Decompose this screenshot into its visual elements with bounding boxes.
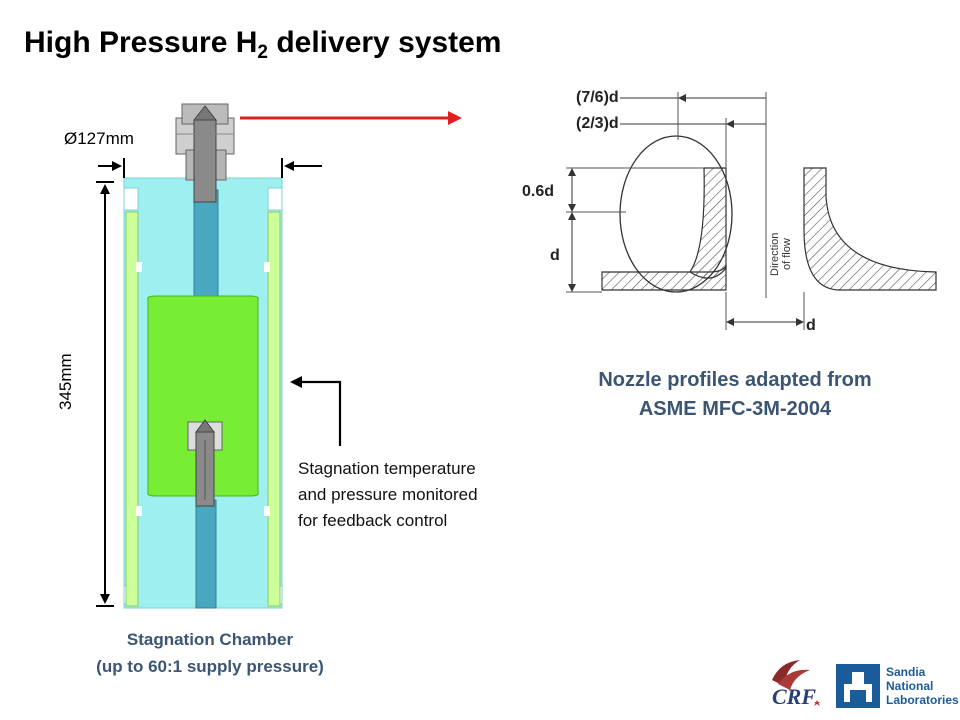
crf-logo-text: CRF bbox=[772, 684, 816, 709]
page-title: High Pressure H2 delivery system bbox=[24, 26, 501, 64]
right-nozzle-wall bbox=[803, 167, 937, 291]
chamber-caption: Stagnation Chamber (up to 60:1 supply pr… bbox=[40, 626, 380, 680]
elliptical-profile bbox=[619, 135, 733, 293]
green-cavity bbox=[147, 295, 259, 497]
upper-bore bbox=[193, 189, 219, 305]
stagnation-note-line-2: and pressure monitored bbox=[298, 485, 478, 504]
nozzle-caption: Nozzle profiles adapted from ASME MFC-3M… bbox=[560, 366, 910, 424]
diameter-dimension bbox=[98, 158, 322, 178]
top-fitting bbox=[175, 103, 235, 203]
label-2-3-d: (2/3)d bbox=[576, 115, 619, 132]
left-nozzle-wall bbox=[689, 167, 727, 279]
stagnation-chamber-drawing bbox=[123, 103, 283, 609]
sandia-line-3: Laboratories bbox=[886, 693, 959, 707]
sandia-line-1: Sandia bbox=[886, 665, 926, 679]
stagnation-note-line-3: for feedback control bbox=[298, 511, 448, 530]
red-arrow-icon bbox=[240, 111, 462, 125]
tick-left-2 bbox=[136, 506, 142, 516]
nozzle-caption-line-2: ASME MFC-3M-2004 bbox=[638, 398, 832, 420]
title-subscript: 2 bbox=[257, 42, 268, 63]
flow-line-1: Direction bbox=[769, 233, 781, 276]
nozzle-profile-drawing: (7/6)d (2/3)d 0.6d d d Direction of flow bbox=[522, 89, 937, 334]
length-label: 345mm bbox=[56, 353, 75, 410]
crf-logo-icon: CRF bbox=[772, 660, 820, 709]
tick-left-1 bbox=[136, 262, 142, 272]
label-7-6-d: (7/6)d bbox=[576, 89, 619, 106]
stagnation-note-line-1: Stagnation temperature bbox=[298, 459, 476, 478]
flow-line-2: of flow bbox=[781, 238, 793, 270]
flow-direction-label: Direction of flow bbox=[769, 233, 793, 276]
label-d-bottom: d bbox=[806, 317, 816, 334]
tick-right-2 bbox=[264, 506, 270, 516]
label-d-left: d bbox=[550, 247, 560, 264]
left-sleeve-rim bbox=[125, 211, 139, 607]
stagnation-note: Stagnation temperature and pressure moni… bbox=[298, 456, 548, 534]
tick-right-1 bbox=[264, 262, 270, 272]
nozzle-caption-line-1: Nozzle profiles adapted from bbox=[598, 369, 872, 391]
dimension-arrow-icon bbox=[284, 161, 322, 171]
label-0-6-d: 0.6d bbox=[522, 183, 554, 200]
sandia-line-2: National bbox=[886, 679, 933, 693]
diameter-label: Ø127mm bbox=[64, 129, 134, 148]
callout-arrow-icon bbox=[290, 376, 342, 446]
chamber-caption-line-1: Stagnation Chamber bbox=[126, 630, 294, 649]
right-sleeve-rim bbox=[267, 211, 281, 607]
slot-left-top bbox=[123, 187, 139, 211]
slot-right-top bbox=[267, 187, 283, 211]
lower-bore bbox=[195, 499, 217, 609]
sandia-logo-icon: Sandia National Laboratories bbox=[836, 664, 959, 708]
length-dimension bbox=[96, 181, 114, 607]
probe-fitting bbox=[187, 419, 223, 507]
title-text-end: delivery system bbox=[268, 26, 502, 59]
dimension-arrow-icon bbox=[98, 161, 122, 171]
title-text: High Pressure H bbox=[24, 26, 258, 59]
chamber-caption-line-2: (up to 60:1 supply pressure) bbox=[96, 657, 324, 676]
